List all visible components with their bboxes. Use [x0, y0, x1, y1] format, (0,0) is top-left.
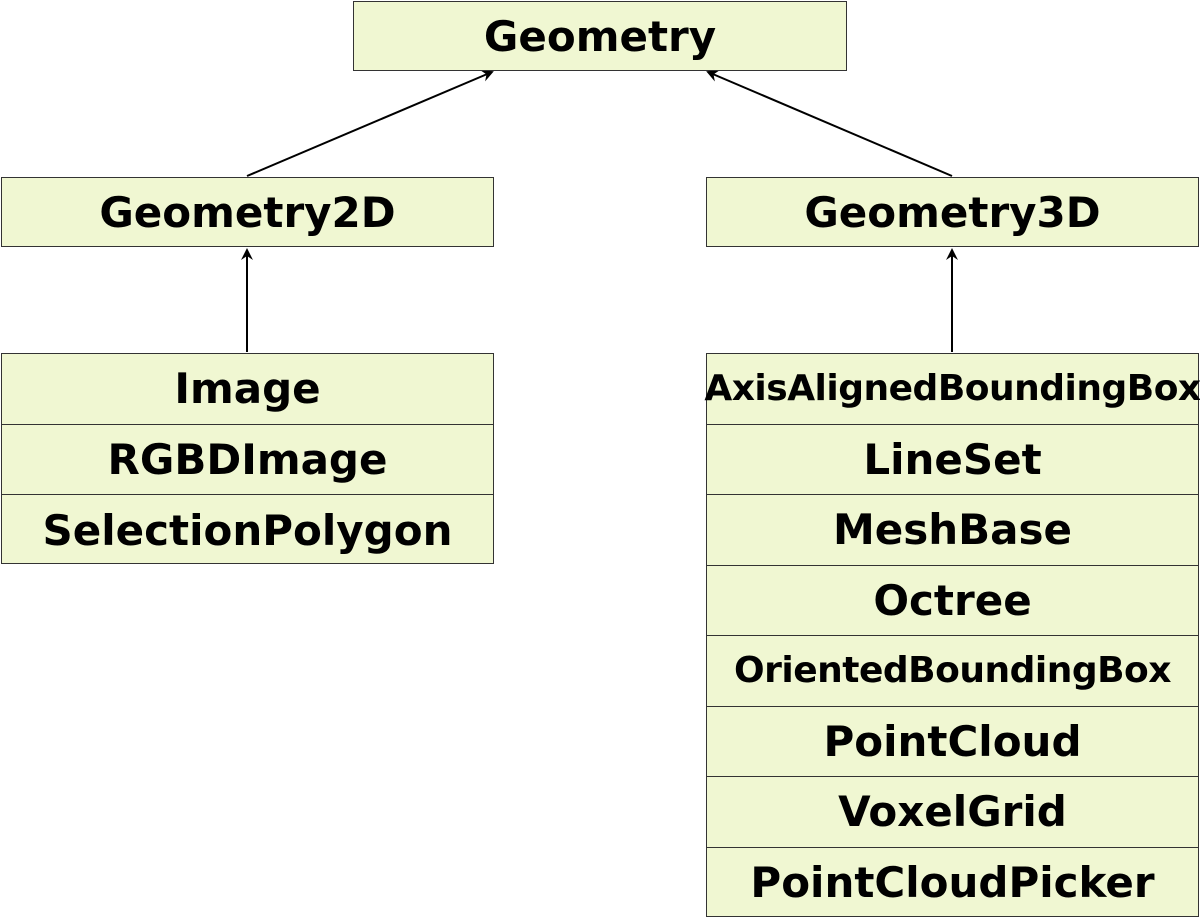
edge-geometry3d-to-geometry	[706, 70, 953, 177]
class-node-meshbase: MeshBase	[707, 495, 1198, 566]
class-node-axisalignedboundingbox: AxisAlignedBoundingBox	[704, 354, 1200, 425]
class-label: Image	[174, 364, 321, 414]
geometry2d-node: Geometry2D	[1, 177, 494, 247]
class-label: VoxelGrid	[838, 787, 1067, 837]
geometry3d-label: Geometry3D	[804, 187, 1101, 237]
geometry-root-node: Geometry	[353, 1, 847, 71]
geometry2d-children-stack: Image RGBDImage SelectionPolygon	[1, 353, 494, 564]
geometry3d-children-stack: AxisAlignedBoundingBox LineSet MeshBase …	[704, 353, 1200, 918]
class-node-pointcloudpicker: PointCloudPicker	[707, 848, 1198, 918]
class-label: AxisAlignedBoundingBox	[704, 368, 1200, 410]
class-label: PointCloud	[823, 716, 1082, 766]
class-label: LineSet	[863, 434, 1042, 484]
class-node-pointcloud: PointCloud	[707, 707, 1198, 777]
geometry2d-label: Geometry2D	[99, 187, 396, 237]
class-node-octree: Octree	[707, 566, 1198, 636]
class-node-lineset: LineSet	[707, 425, 1198, 495]
class-node-image: Image	[2, 354, 493, 425]
class-label: OrientedBoundingBox	[734, 650, 1171, 692]
class-label: RGBDImage	[107, 434, 388, 484]
class-node-voxelgrid: VoxelGrid	[707, 777, 1198, 848]
class-label: SelectionPolygon	[42, 505, 453, 555]
geometry3d-node: Geometry3D	[706, 177, 1199, 247]
class-label: MeshBase	[832, 505, 1073, 555]
class-node-rgbdimage: RGBDImage	[2, 425, 493, 495]
edge-geometry2d-to-geometry	[246, 70, 494, 177]
class-label: Octree	[873, 575, 1032, 625]
class-label: PointCloudPicker	[750, 858, 1155, 908]
geometry-root-label: Geometry	[483, 11, 717, 61]
class-node-selectionpolygon: SelectionPolygon	[2, 495, 493, 566]
class-node-orientedboundingbox: OrientedBoundingBox	[707, 636, 1198, 707]
